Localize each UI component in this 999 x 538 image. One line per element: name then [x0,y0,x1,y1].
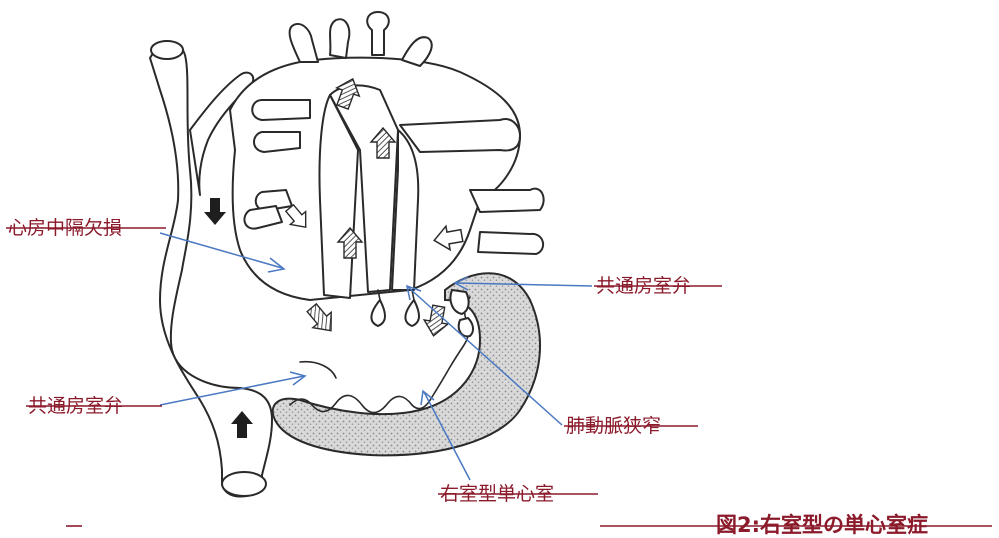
right-pulmonary-vein [470,189,544,212]
heart-illustration [150,12,544,497]
pulmonary-branch-2 [330,19,349,58]
svc-opening [151,41,183,59]
pulmonary-branch-3 [367,12,389,55]
pulmonary-branch-4 [402,37,432,66]
common-av-valve-right-leaflet [450,290,468,314]
pulmonary-branch-1 [290,24,318,62]
figure-caption-group: 図2:右室型の単心室症 [66,513,992,537]
right-pulmonary-vein-2 [478,232,543,254]
flow-arrow-svc [204,198,226,225]
ivc-opening [222,472,266,496]
figure-caption: 図2:右室型の単心室症 [716,513,928,537]
valve-leaflet-1 [371,300,385,326]
pulmonary-vein-left-1 [252,100,310,120]
pulmonary-vein-left-2 [254,132,300,152]
valve-leaflet-2 [405,300,419,326]
aortic-arch-right [400,119,520,152]
flow-arrow-ventricle-left [303,300,341,338]
